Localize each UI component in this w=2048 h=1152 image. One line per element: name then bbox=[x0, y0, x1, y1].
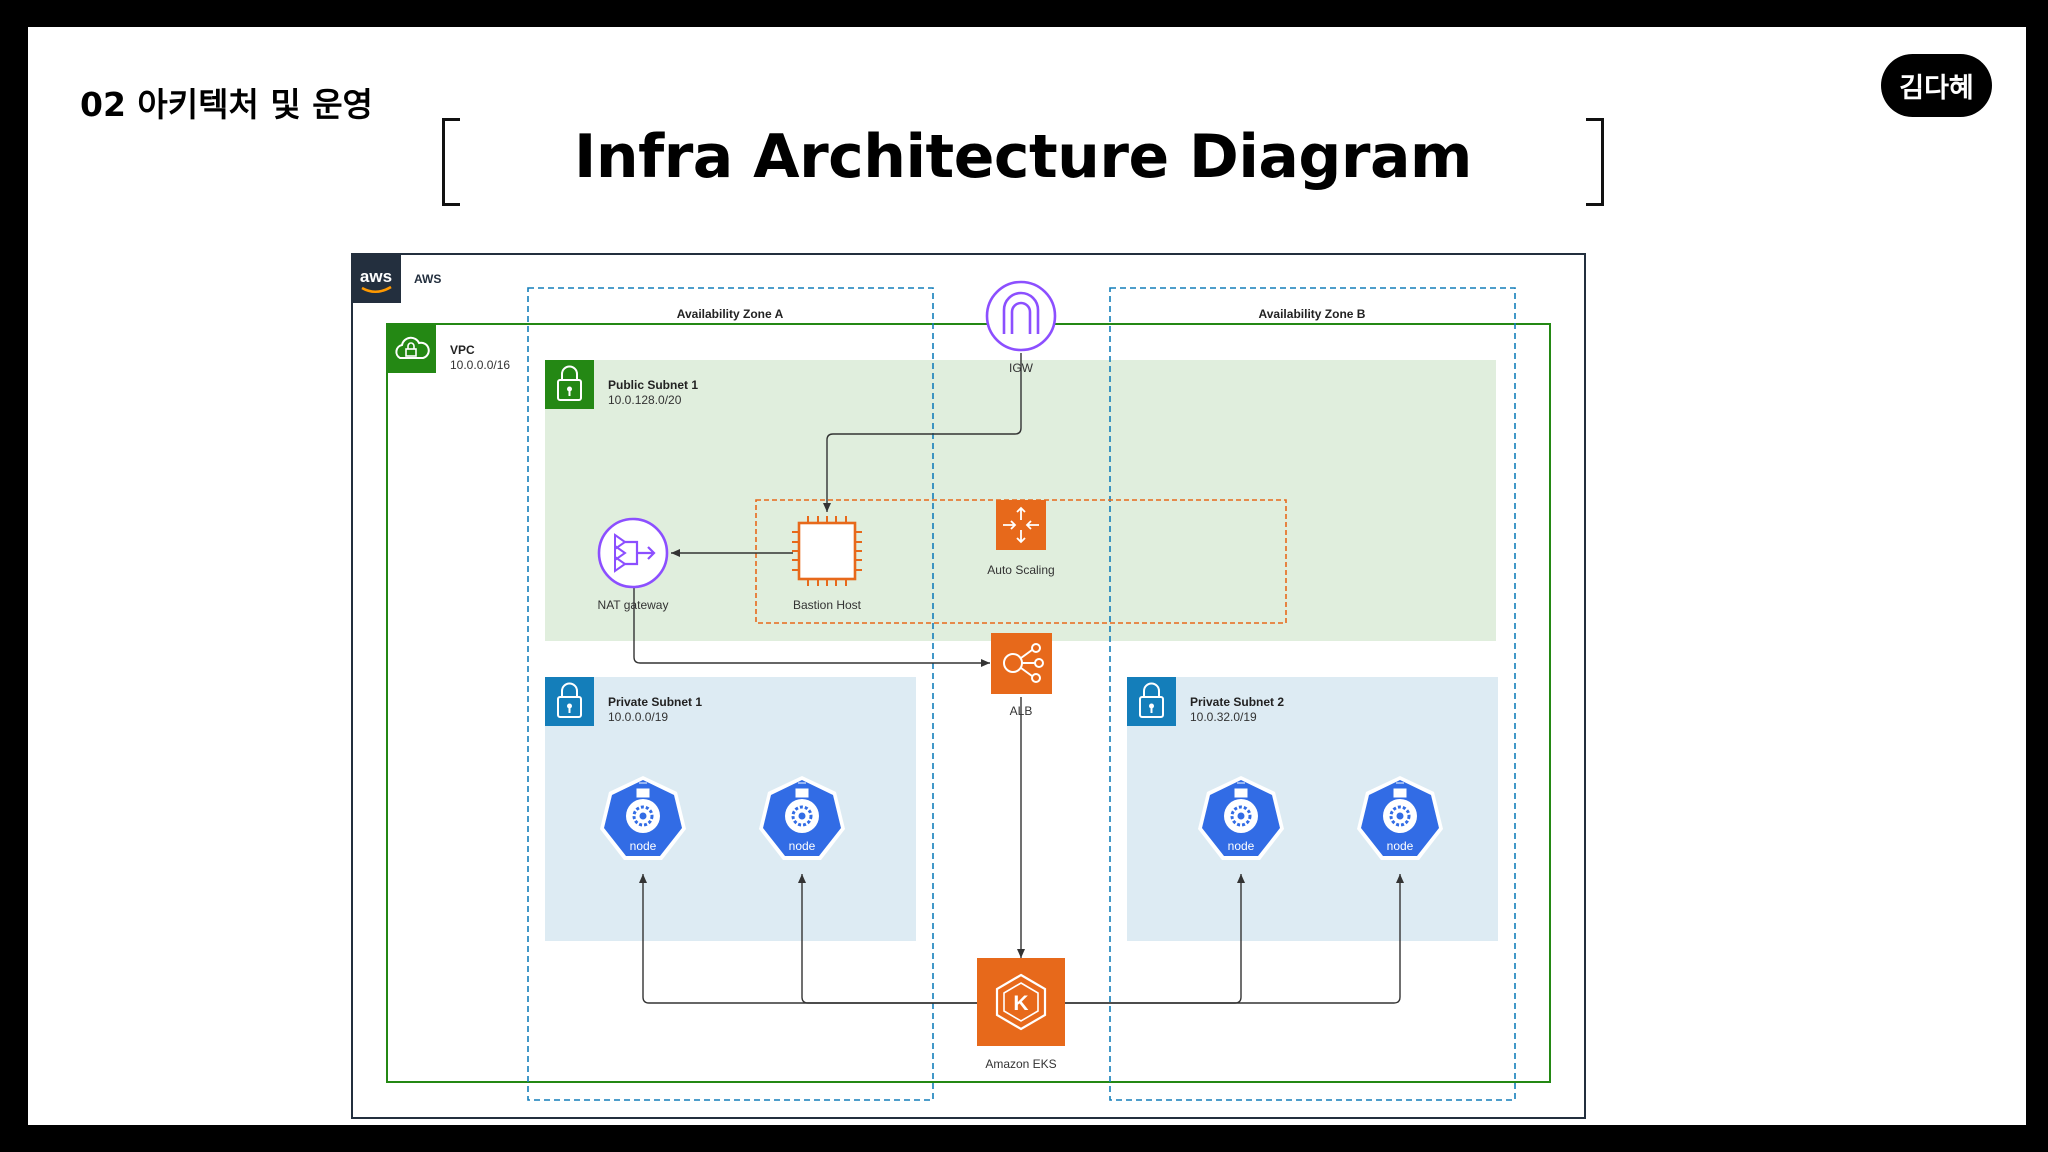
connectors bbox=[633, 353, 1404, 1004]
autoscaling-label: Auto Scaling bbox=[987, 563, 1054, 577]
igw-label: IGW bbox=[1009, 361, 1034, 375]
private-subnet-2-cidr: 10.0.32.0/19 bbox=[1190, 710, 1257, 724]
node-label: node bbox=[1387, 839, 1414, 853]
title-bracket-right bbox=[1586, 118, 1604, 206]
author-badge: 김다혜 bbox=[1881, 54, 1992, 117]
kubernetes-node-icon: node bbox=[759, 776, 845, 860]
alb-label: ALB bbox=[1010, 704, 1033, 718]
vpc-cidr: 10.0.0.0/16 bbox=[450, 358, 510, 372]
node-label: node bbox=[630, 839, 657, 853]
availability-zone-a bbox=[527, 287, 934, 1101]
padlock-icon bbox=[1127, 677, 1176, 726]
node-label: node bbox=[789, 839, 816, 853]
eks-to-node-2-line bbox=[798, 874, 977, 1004]
private-subnet-1-cidr: 10.0.0.0/19 bbox=[608, 710, 668, 724]
vpc-boundary bbox=[386, 323, 1551, 1083]
private-subnet-1 bbox=[545, 677, 916, 941]
vpc-label: VPC bbox=[450, 343, 475, 357]
nat-gateway-icon bbox=[597, 517, 669, 589]
eks-to-node-4-line bbox=[1065, 874, 1404, 1004]
nat-to-alb-line bbox=[633, 588, 990, 667]
load-balancer-icon bbox=[991, 633, 1052, 694]
zone-a-label: Availability Zone A bbox=[677, 307, 784, 321]
aws-label: AWS bbox=[414, 272, 441, 286]
eks-icon: K bbox=[977, 958, 1065, 1046]
title-bracket-left bbox=[442, 118, 460, 206]
internet-gateway-icon bbox=[985, 280, 1057, 352]
kubernetes-node-icon: node bbox=[1198, 776, 1284, 860]
private-subnet-2-label: Private Subnet 2 bbox=[1190, 695, 1284, 709]
padlock-icon bbox=[545, 677, 594, 726]
eks-letter: K bbox=[1013, 992, 1028, 1015]
zone-b-label: Availability Zone B bbox=[1259, 307, 1366, 321]
private-subnet-1-label: Private Subnet 1 bbox=[608, 695, 702, 709]
aws-logo-icon: aws bbox=[352, 254, 401, 303]
kubernetes-node-icon: node bbox=[1357, 776, 1443, 860]
eks-to-node-1-line bbox=[639, 874, 977, 1004]
kubernetes-node-icon: node bbox=[600, 776, 686, 860]
bastion-label: Bastion Host bbox=[793, 598, 862, 612]
availability-zone-b bbox=[1109, 287, 1516, 1101]
ec2-chip-icon bbox=[792, 516, 862, 586]
nat-label: NAT gateway bbox=[598, 598, 669, 612]
private-subnet-2 bbox=[1127, 677, 1498, 941]
public-subnet-cidr: 10.0.128.0/20 bbox=[608, 393, 682, 407]
kubernetes-nodes: node node node node bbox=[600, 776, 1443, 860]
public-subnet-label: Public Subnet 1 bbox=[608, 378, 698, 392]
auto-scaling-icon bbox=[996, 500, 1046, 550]
igw-to-bastion-line bbox=[823, 353, 1022, 512]
page-title: Infra Architecture Diagram bbox=[574, 122, 1472, 192]
padlock-icon bbox=[545, 360, 594, 409]
aws-logo-text: aws bbox=[360, 267, 392, 286]
cloud-lock-icon bbox=[387, 324, 436, 373]
section-title: 02 아키텍처 및 운영 bbox=[80, 85, 373, 124]
node-label: node bbox=[1228, 839, 1255, 853]
eks-label: Amazon EKS bbox=[985, 1057, 1056, 1071]
